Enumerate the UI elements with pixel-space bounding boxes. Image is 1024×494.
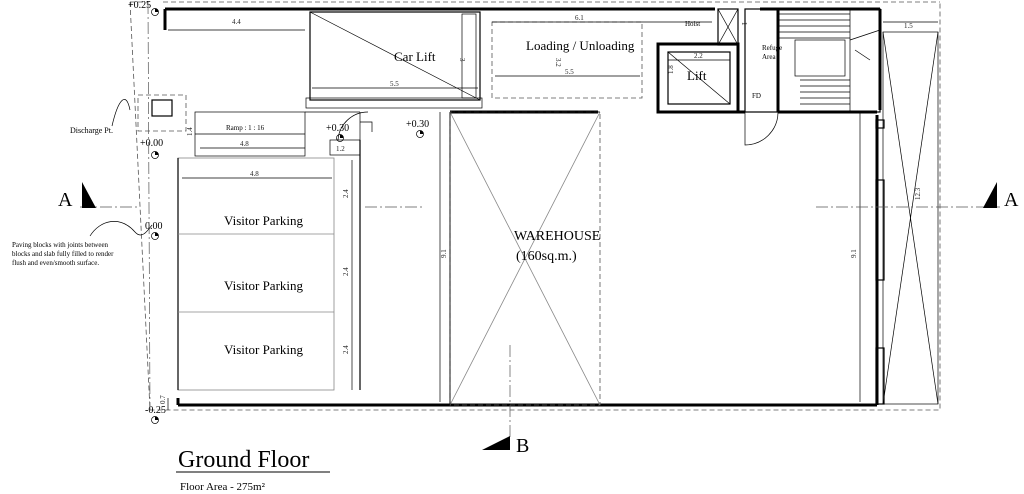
warehouse-label: WAREHOUSE bbox=[514, 229, 600, 244]
hoist-label: Hoist bbox=[685, 20, 700, 28]
dim-1-4: 1.4 bbox=[186, 127, 194, 136]
paving-line-3: flush and even/smooth surface. bbox=[12, 259, 99, 267]
fd-label: FD bbox=[752, 92, 761, 100]
car-lift: 4.4 3 5.5 Car Lift bbox=[168, 11, 483, 109]
ramp-label: Ramp : 1 : 16 bbox=[226, 124, 265, 132]
level-bottom-left: -0.25 bbox=[145, 405, 166, 416]
dim-5-5-car: 5.5 bbox=[390, 80, 399, 88]
dim-3: 3 bbox=[458, 58, 466, 62]
level-left-mid: 0.00 bbox=[145, 221, 163, 232]
dim-4-8-ramp: 4.8 bbox=[240, 140, 249, 148]
level-top-left: +0.25 bbox=[128, 0, 151, 11]
dim-9-1-right: 9.1 bbox=[850, 249, 858, 258]
parking-bays: 4.8 2.4 2.4 2.4 Visitor Parking Visitor … bbox=[177, 157, 353, 391]
section-marker-b: B bbox=[482, 435, 529, 457]
refuge-label-1: Refuge bbox=[762, 44, 782, 52]
discharge-label: Discharge Pt. bbox=[70, 126, 113, 135]
paving-line-1: Paving blocks with joints between bbox=[12, 241, 109, 249]
dim-0-7: 0.7 bbox=[159, 395, 167, 404]
dim-1-2: 1.2 bbox=[336, 145, 345, 153]
section-b-label: B bbox=[516, 435, 529, 457]
visitor-parking-1: Visitor Parking bbox=[224, 213, 304, 228]
drawing-title: Ground Floor bbox=[178, 447, 309, 473]
level-markers: +0.25 +0.00 0.00 -0.25 +0.30 +0.30 bbox=[128, 0, 429, 424]
paving-note: Paving blocks with joints between blocks… bbox=[12, 221, 153, 267]
dim-2-4-b: 2.4 bbox=[342, 267, 350, 276]
dim-1: 1 bbox=[740, 22, 748, 26]
section-a-left-label: A bbox=[58, 189, 73, 211]
left-dashed-guides: 0.7 bbox=[147, 1, 169, 411]
refuge-label-2: Area bbox=[762, 53, 776, 61]
level-ramp-top: +0.30 bbox=[326, 123, 349, 134]
discharge-point: Discharge Pt. bbox=[70, 94, 187, 135]
dim-9-1-left: 9.1 bbox=[440, 249, 448, 258]
dim-6-1: 6.1 bbox=[575, 14, 584, 22]
warehouse-area: (160sq.m.) bbox=[516, 249, 577, 264]
dim-12-3: 12.3 bbox=[914, 187, 922, 200]
warehouse: 9.1 9.1 WAREHOUSE (160sq.m.) bbox=[439, 111, 861, 406]
stair-core: Refuge Area FD bbox=[744, 8, 881, 146]
loading-label: Loading / Unloading bbox=[526, 38, 635, 53]
lift-label: Lift bbox=[687, 68, 707, 83]
dim-1-5: 1.5 bbox=[904, 22, 913, 30]
dim-1-8: 1.8 bbox=[667, 65, 675, 74]
section-a-right-label: A bbox=[1004, 189, 1019, 211]
floor-area: Floor Area - 275m² bbox=[180, 481, 266, 493]
level-center-top: +0.30 bbox=[406, 119, 429, 130]
dim-2-2: 2.2 bbox=[694, 52, 703, 60]
dim-2-4-c: 2.4 bbox=[342, 345, 350, 354]
level-left-upper: +0.00 bbox=[140, 138, 163, 149]
dim-2-4-a: 2.4 bbox=[342, 189, 350, 198]
loading-area: 6.1 3.2 5.5 Loading / Unloading bbox=[491, 14, 648, 99]
site-boundary bbox=[129, 1, 941, 411]
dim-4-8-park: 4.8 bbox=[250, 170, 259, 178]
visitor-parking-2: Visitor Parking bbox=[224, 278, 304, 293]
car-lift-label: Car Lift bbox=[394, 49, 436, 64]
dim-3-2: 3.2 bbox=[554, 58, 562, 67]
section-marker-a-right: A bbox=[983, 182, 1019, 211]
lift: 2.2 1.8 Lift bbox=[656, 42, 740, 114]
drawing-title-block: Ground Floor Floor Area - 275m² bbox=[176, 447, 330, 493]
visitor-parking-3: Visitor Parking bbox=[224, 342, 304, 357]
right-ramp: 1.5 12.3 bbox=[875, 21, 939, 405]
section-marker-a-left: A bbox=[58, 182, 96, 211]
dim-5-5-load: 5.5 bbox=[565, 68, 574, 76]
paving-line-2: blocks and slab fully filled to render bbox=[12, 250, 114, 258]
dim-4-4: 4.4 bbox=[232, 18, 241, 26]
hoist: Hoist 1 bbox=[648, 8, 748, 46]
ramp: Ramp : 1 : 16 4.8 1.4 1.2 bbox=[186, 111, 369, 157]
